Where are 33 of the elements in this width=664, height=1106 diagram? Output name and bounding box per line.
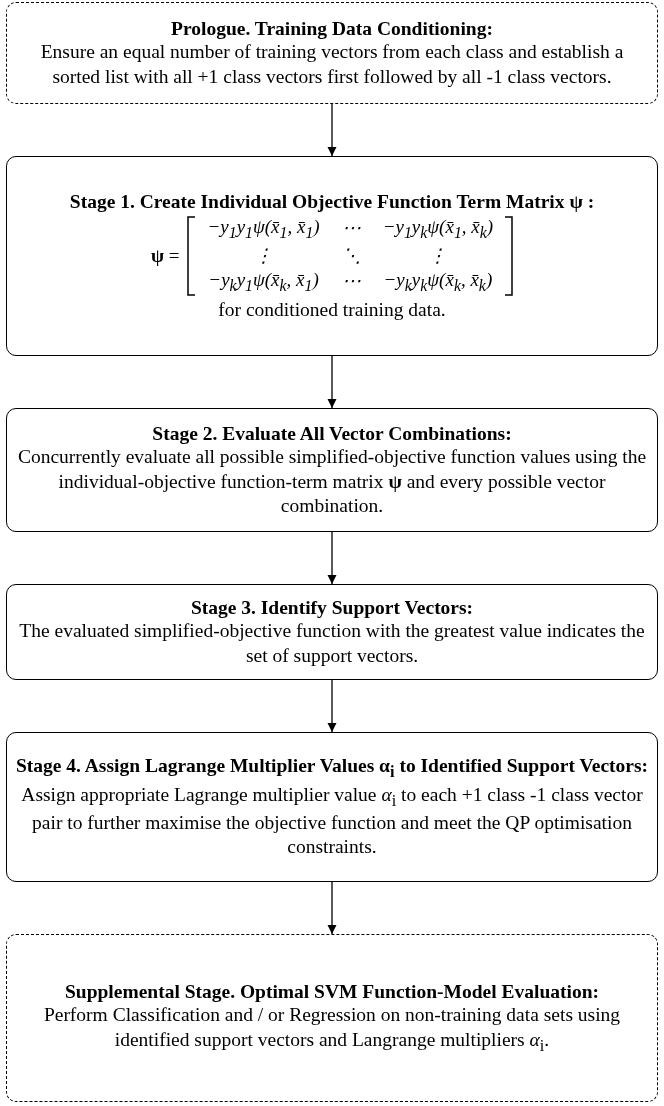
stage-heading: Prologue. Training Data Conditioning:: [171, 16, 493, 41]
process-box: [6, 584, 658, 680]
stage-heading: Stage 4. Assign Lagrange Multiplier Values α$_{i}$ to Identified Support Vectors:: [15, 754, 649, 783]
stage-description: Ensure an equal number of training vectors from each class and establish a sorted list with all +1 class vectors first followed by all -1 class vectors.: [39, 40, 625, 89]
arrow: [327, 531, 337, 585]
arrow: [327, 355, 337, 409]
arrow: [327, 103, 337, 157]
process-box: [6, 408, 658, 532]
matrix-entry: −y$_{k}$y$_{k}$ψ(x̄$_{k}$, x̄$_{k}$): [382, 269, 494, 295]
matrix-entry: −y$_{k}$y$_{1}$ψ(x̄$_{k}$, x̄$_{1}$): [207, 269, 320, 295]
stage-heading: Stage 2. Evaluate All Vector Combinations:: [152, 421, 512, 446]
matrix-entry: ⋯: [341, 216, 361, 241]
dashed-process-box: [6, 2, 658, 104]
matrix-entry: ⋮: [253, 244, 275, 267]
matrix-entry: ⋯: [341, 269, 361, 293]
process-box: [6, 732, 658, 882]
stage-description: Assign appropriate Lagrange multiplier value α$_{i}$ to each +1 class -1 class vector pair to further maximise the objective function and meet the QP optimisation constraints.: [20, 782, 644, 860]
process-box: [6, 156, 658, 356]
dashed-process-box: [6, 934, 658, 1102]
arrow: [327, 679, 337, 733]
matrix-entry: ⋱: [341, 244, 361, 267]
stage-description: for conditioned training data.: [218, 297, 446, 322]
matrix-symbol: ψ =: [150, 244, 180, 267]
stage-description: Perform Classification and / or Regression on non-training data sets using identified support vectors and Langrange multipliers α$_{i}$.: [42, 1003, 622, 1056]
stage-description: Concurrently evaluate all possible simplified-objective function values using the individual-objective function-term matrix ψ and every possible vector combination.: [16, 445, 648, 518]
stage-description: The evaluated simplified-objective function with the greatest value indicates the set of support vectors.: [18, 619, 646, 668]
stage-heading: Supplemental Stage. Optimal SVM Function-Model Evaluation:: [64, 980, 600, 1004]
matrix-entry: ⋮: [427, 244, 449, 267]
stage-heading: Stage 3. Identify Support Vectors:: [190, 595, 474, 620]
matrix-entry: −y$_{1}$y$_{k}$ψ(x̄$_{1}$, x̄$_{k}$): [382, 216, 494, 242]
arrow: [327, 881, 337, 935]
matrix-entry: −y$_{1}$y$_{1}$ψ(x̄$_{1}$, x̄$_{1}$): [207, 216, 320, 242]
stage-heading: Stage 1. Create Individual Objective Function Term Matrix ψ :: [69, 190, 595, 214]
